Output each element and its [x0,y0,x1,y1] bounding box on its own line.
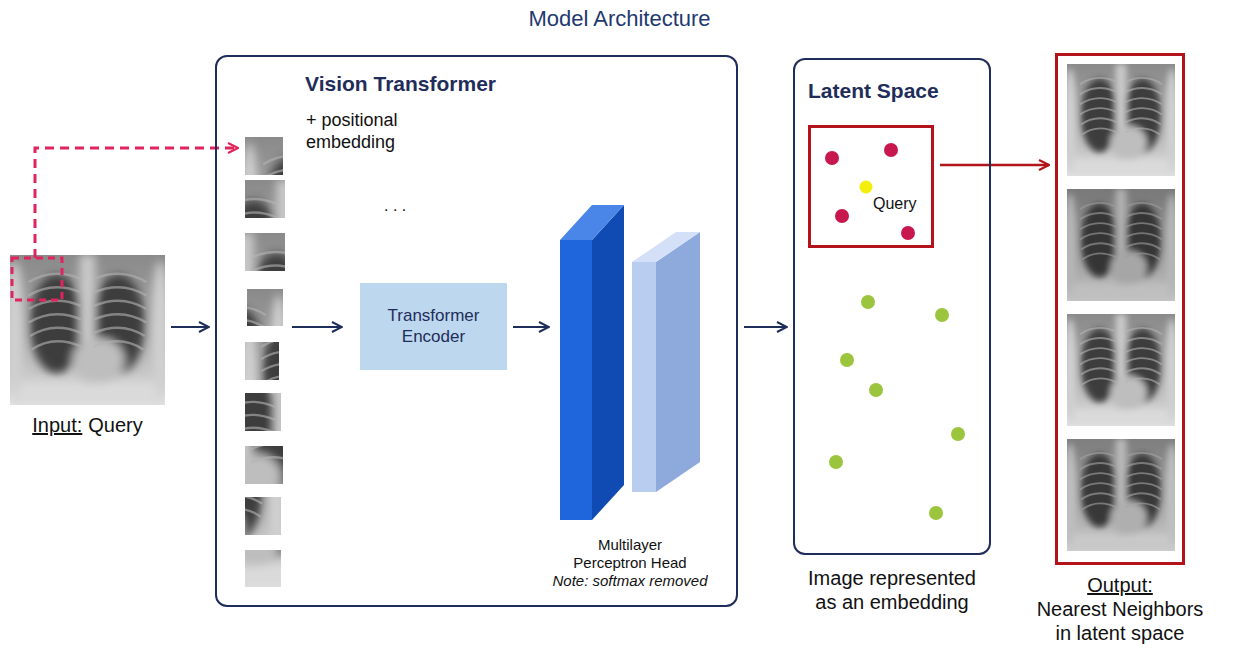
neighbor-xray [1064,189,1178,301]
output-caption: Nearest Neighbors in latent space [1032,597,1208,645]
embedding-dots [825,143,965,520]
mlp-note: Note: softmax removed [540,572,720,590]
mlp-block-face [560,240,592,520]
output-panel: Output:Nearest Neighbors in latent space [1055,53,1185,565]
other-dot [951,427,965,441]
encoder-label: Transformer Encoder [366,306,501,347]
patch-highlight [12,258,62,300]
text-group: Image represented as an embedding [799,566,985,614]
neighbor-xray [1067,439,1175,551]
mlp-block-face [592,205,624,520]
neighbor-xray [1064,64,1178,176]
output-caption: Output: [1032,573,1208,597]
mlp-blocks [560,205,700,520]
flow-arrow [171,326,209,328]
other-dot [869,383,883,397]
text-group: Transformer Encoder [360,283,507,370]
panel-heading: Latent Space [808,79,939,102]
image-patch [169,443,322,587]
image-patch [133,426,286,570]
neighbor-xray [1064,439,1178,551]
neighbor-cluster-box: Query [808,125,934,248]
neighbor-xray [1067,189,1175,301]
text-group: Query [873,194,933,213]
query-dot [860,181,873,194]
mlp-head: Multilayer Perceptron HeadNote: softmax … [555,198,705,523]
patches-arrow [292,326,342,328]
mlp-block-face [632,262,656,492]
neighbor-xray [1064,314,1178,426]
mlp-block-face [560,205,624,240]
mlp-caption: Multilayer Perceptron Head [566,536,694,572]
flow-arrow [744,326,787,328]
text-group: Multilayer Perceptron HeadNote: softmax … [540,536,720,590]
panel-heading: Vision Transformer [305,72,496,95]
mlp-block-face [632,232,700,262]
text-group: Input: Query [0,413,177,437]
other-dot [861,295,875,309]
neighbor-xrays [1064,64,1178,551]
other-dot [929,506,943,520]
query-label: Query [873,195,917,212]
neighbor-dot [825,151,839,165]
flow-arrow [513,326,549,328]
image-patch [169,443,322,587]
latent-caption: Image represented as an embedding [808,567,976,613]
vision-transformer-panel: Vision TransformerTransformer EncoderMul… [215,55,738,607]
flow-arrow [940,164,1049,167]
input-image-frame: Input:Query [10,255,165,405]
patch-dashed-arrow [35,148,238,258]
input-caption: Input: [32,414,82,436]
neighbor-dot [884,143,898,157]
diagram-title: Model Architecture [0,6,1239,32]
encoder-box: Transformer Encoder [360,283,507,370]
latent-space-panel: Latent SpaceImage represented as an embe… [793,58,991,555]
mlp-block-face [656,232,700,492]
neighbor-dot [901,226,915,240]
text-group: Output:Nearest Neighbors in latent space [1032,573,1208,645]
input-caption: Query [88,414,142,436]
neighbor-dot [835,209,849,223]
query-xray [5,255,169,405]
image-patch [133,426,286,570]
annotation: + positional embedding [306,110,438,153]
text-group: Vision Transformer [305,71,645,96]
other-dot [935,308,949,322]
other-dot [840,353,854,367]
text-group: Latent Space [808,78,988,103]
ellipsis: . . . [384,196,428,215]
other-dot [829,455,843,469]
